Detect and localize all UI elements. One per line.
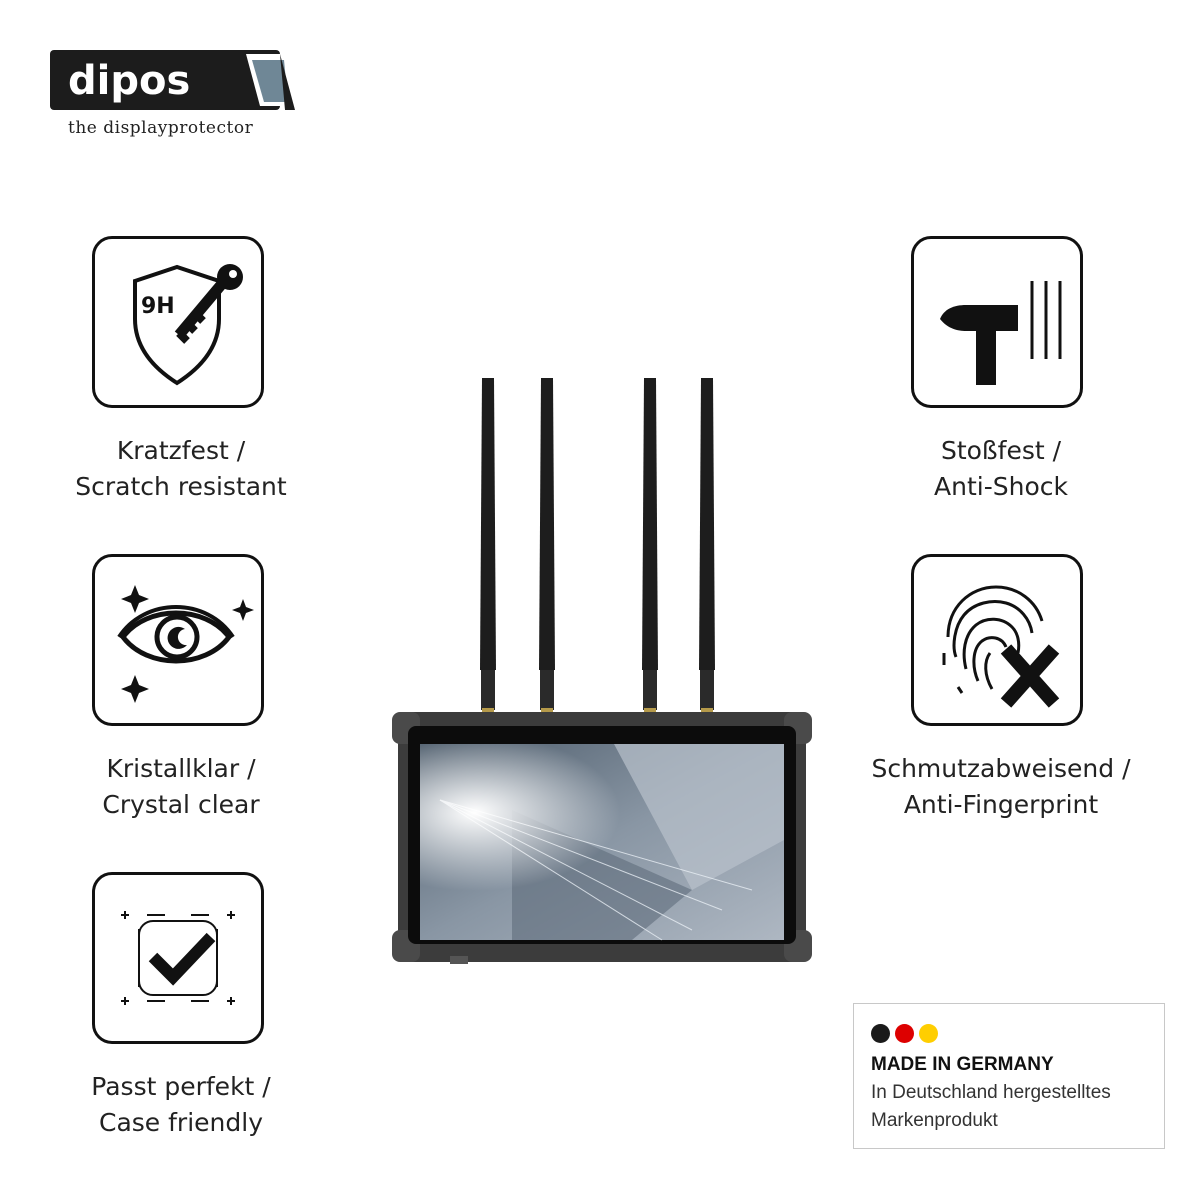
made-in-title: MADE IN GERMANY [871,1054,1054,1075]
made-in-line-2: Markenprodukt [871,1110,998,1131]
brand-tagline: the displayprotector [68,118,254,138]
dipos-logo: dipos [50,50,295,110]
feature-tile-case [92,872,264,1044]
caption-shock: Stoßfest / Anti-Shock [934,436,1068,501]
made-in-line-1: In Deutschland hergestelltes [871,1082,1111,1103]
feature-tile-shock [911,236,1083,408]
feature-tile-clear [92,554,264,726]
caption-case: Passt perfekt / Case friendly [91,1072,271,1137]
device-image [392,378,812,964]
caption-clear: Kristallklar / Crystal clear [102,754,260,819]
flag-dot-black [871,1024,890,1043]
feature-tile-fingerprint [911,554,1083,726]
feature-tile-scratch: 9H [92,236,264,408]
fingerprint-x-icon [942,585,1060,708]
badge-9h: 9H [141,294,175,319]
checkmark-frame-icon [121,911,235,1005]
logo-text: dipos [68,58,190,104]
eye-sparkle-icon [117,585,254,703]
caption-fingerprint: Schmutzabweisend / Anti-Fingerprint [871,754,1131,819]
shield-key-9h-icon: 9H [133,264,243,386]
hammer-icon [940,281,1062,385]
flag-dot-gold [919,1024,938,1043]
made-in-germany-badge: MADE IN GERMANY In Deutschland hergestel… [853,1003,1165,1149]
flag-dot-red [895,1024,914,1043]
caption-scratch: Kratzfest / Scratch resistant [75,436,287,501]
antenna-group [480,378,715,714]
